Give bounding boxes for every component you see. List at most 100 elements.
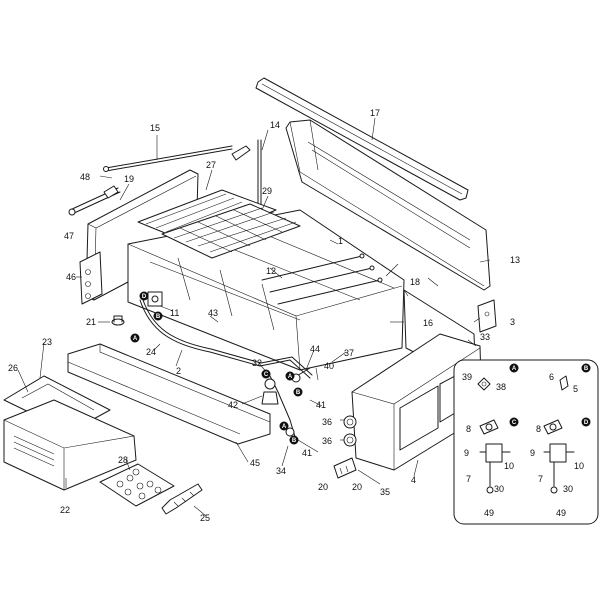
callout-36a: 36 [322,417,332,427]
callout-20a: 20 [318,482,328,492]
callout-35: 35 [380,487,390,497]
callout-41a: 41 [316,400,326,410]
callout-6: 6 [549,372,554,382]
callout-3: 3 [510,317,515,327]
callout-16: 16 [423,318,433,328]
detail-marker-d: D [581,417,591,427]
callout-43: 43 [208,308,218,318]
leader-lines [17,117,491,517]
marker-c-1: C [261,369,271,379]
svg-text:A: A [282,424,287,430]
callout-49a: 49 [484,508,494,518]
detail-b-fitting [559,375,569,391]
detail-d-valve [543,419,575,494]
callout-28: 28 [118,455,128,465]
marker-a-2: A [285,371,295,381]
callout-1: 1 [338,236,343,246]
callout-26: 26 [8,363,18,373]
callout-30: 30 [494,484,504,494]
callout-15: 15 [150,123,160,133]
feet-part [333,457,357,479]
back-panel-part [285,119,491,291]
callout-42: 42 [228,400,238,410]
svg-text:B: B [296,390,301,396]
detail-marker-c: C [509,417,519,427]
callout-10: 10 [504,461,514,471]
svg-text:A: A [512,366,517,372]
detail-marker-b: B [581,363,591,373]
callout-labels: 1 2 3 4 5 6 7 7 8 8 9 9 10 10 11 12 13 1… [8,108,584,523]
detail-a-fitting [477,377,491,391]
svg-text:B: B [584,366,589,372]
mesh-grid-part [161,203,301,259]
callout-10b: 10 [574,461,584,471]
adjust-foot-part [111,315,125,326]
front-rail-part [67,343,271,445]
marker-d-1: D [139,291,149,301]
callout-4: 4 [411,475,416,485]
detail-marker-a: A [509,363,519,373]
callout-38: 38 [496,382,506,392]
callout-22: 22 [60,505,70,515]
brush-part [161,483,203,515]
callout-8b: 8 [536,424,541,434]
svg-text:A: A [288,374,293,380]
callout-34: 34 [276,466,286,476]
detail-c-valve [479,419,511,494]
burner-bars-part [261,253,383,305]
callout-12: 12 [266,266,276,276]
callout-7: 7 [466,474,471,484]
callout-2: 2 [176,366,181,376]
callout-13: 13 [510,255,520,265]
callout-44: 44 [310,344,320,354]
callout-46: 46 [66,272,76,282]
callout-49b: 49 [556,508,566,518]
callout-48: 48 [80,172,90,182]
side-knob-block-part [79,251,103,305]
callout-27: 27 [206,160,216,170]
callout-30b: 30 [563,484,573,494]
callout-29: 29 [262,186,272,196]
marker-a-1: A [130,333,140,343]
callout-36b: 36 [322,436,332,446]
callout-37: 37 [344,348,354,358]
marker-a-3: A [279,421,289,431]
callout-14: 14 [270,120,280,130]
callout-20b: 20 [352,482,362,492]
long-rod-part [103,145,233,172]
callout-47: 47 [64,231,74,241]
callout-25: 25 [200,513,210,523]
callout-41b: 41 [302,448,312,458]
svg-text:D: D [584,420,589,426]
callout-45: 45 [250,458,260,468]
callout-23: 23 [42,337,52,347]
back-rail-part [255,77,469,201]
svg-text:A: A [133,336,138,342]
igniter-wand-part [68,185,121,216]
svg-text:C: C [264,372,269,378]
small-bracket-part [477,299,497,333]
callout-39: 39 [462,372,472,382]
left-valve-part [147,291,163,307]
callout-5: 5 [573,384,578,394]
lava-rocks-part [99,463,175,507]
callout-17: 17 [370,108,380,118]
marker-b-3: B [289,435,299,445]
callout-9: 9 [464,448,469,458]
callout-32: 32 [252,358,262,368]
callout-9b: 9 [530,448,535,458]
drawer-part [3,399,137,491]
svg-text:C: C [512,420,517,426]
callout-40: 40 [324,361,334,371]
callout-19: 19 [124,174,134,184]
svg-text:B: B [156,314,161,320]
marker-b-2: B [293,387,303,397]
control-knobs-part [343,415,357,447]
callout-11: 11 [170,308,179,318]
callout-24: 24 [146,347,156,357]
marker-b-1: B [153,311,163,321]
callout-18: 18 [410,277,420,287]
svg-text:B: B [292,438,297,444]
